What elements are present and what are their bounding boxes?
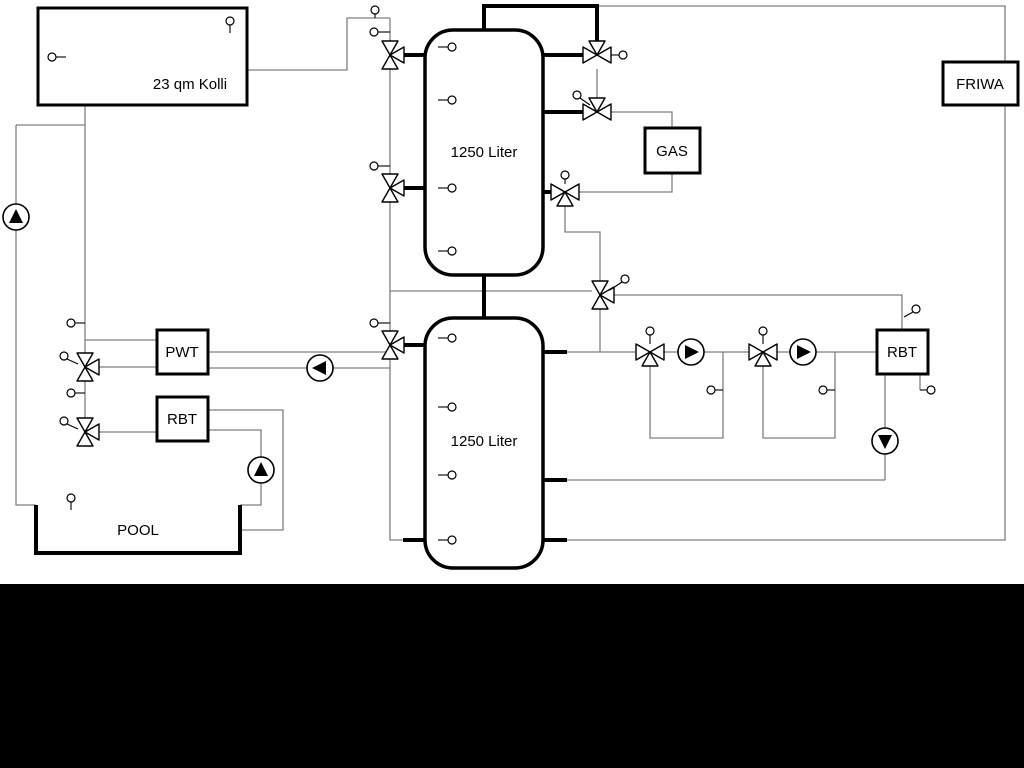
sensor-icon [438, 333, 457, 343]
three-way-valve-icon [748, 326, 778, 367]
pwt-label: PWT [165, 344, 198, 361]
sensor-icon [369, 27, 390, 37]
sensor-icon [438, 402, 457, 412]
solar-collector-label: 23 qm Kolli [153, 76, 227, 93]
three-way-valve-icon [59, 351, 100, 382]
sensor-icon [370, 5, 380, 18]
sensor-icon [706, 385, 723, 395]
buffer-tank-bottom-outline [423, 316, 545, 570]
buffer-tank-bottom: 1250 Liter [423, 316, 545, 570]
sensor-icon [818, 385, 835, 395]
three-way-valve-icon [591, 274, 630, 310]
three-way-valve-icon [550, 170, 580, 207]
solar-collector-outline [36, 6, 249, 107]
rbt-left-outline [155, 395, 210, 443]
pipe-center-right-circuit [389, 5, 1006, 541]
three-way-valve-icon [635, 326, 665, 367]
pwt-heat-exchanger-box: PWT [155, 328, 210, 376]
sensor-icon [47, 52, 66, 62]
pipe-left-circuit [15, 17, 390, 531]
three-way-valve-icon [59, 416, 100, 447]
rbt-right-outline [875, 328, 930, 376]
gas-boiler-box: GAS [643, 126, 702, 175]
sensor-icon [920, 385, 936, 395]
sensor-icon [438, 42, 457, 52]
pipe-main-thick [403, 4, 599, 542]
three-way-valve-icon [572, 90, 612, 121]
sensor-icon [369, 161, 390, 171]
sensor-icon [438, 246, 457, 256]
pump-icon [871, 427, 899, 455]
rbt-right-box: RBT [875, 328, 930, 376]
sensor-icon [438, 95, 457, 105]
solar-collector-box: 23 qm Kolli [36, 6, 249, 107]
three-way-valve-icon [582, 40, 628, 64]
black-footer-band [0, 584, 1024, 768]
sensor-icon [225, 16, 235, 33]
pool-basin: POOL [34, 505, 242, 555]
sensor-icon [66, 318, 85, 328]
pump-icon [247, 456, 275, 484]
pipes-thick [403, 4, 599, 542]
sensor-icon [369, 318, 390, 328]
pump-icon [306, 354, 334, 382]
pump-icon [2, 203, 30, 231]
friwa-station-box: FRIWA [941, 60, 1020, 107]
friwa-station-label: FRIWA [956, 76, 1004, 93]
pump-icon [789, 338, 817, 366]
rbt-left-box: RBT [155, 395, 210, 443]
pump-icon [677, 338, 705, 366]
pipes-thin [15, 5, 1006, 541]
buffer-tank-top-label: 1250 Liter [451, 144, 518, 161]
three-way-valve-icon [381, 40, 405, 70]
rbt-right-label: RBT [887, 344, 917, 361]
sensor-icon [66, 388, 85, 398]
friwa-station-outline [941, 60, 1020, 107]
gas-boiler-outline [643, 126, 702, 175]
sensor-icon [438, 535, 457, 545]
pool-label: POOL [117, 522, 159, 539]
rbt-left-label: RBT [167, 411, 197, 428]
buffer-tank-bottom-label: 1250 Liter [451, 433, 518, 450]
sensor-icon [438, 183, 457, 193]
three-way-valve-icon [381, 173, 405, 203]
sensor-icon [903, 304, 921, 318]
gas-boiler-label: GAS [656, 143, 688, 160]
pwt-outline [155, 328, 210, 376]
pool-outline [34, 505, 242, 555]
sensor-icon [438, 470, 457, 480]
sensor-icon [66, 493, 76, 510]
schematic-canvas: 23 qm Kolli 1250 Liter 1250 Liter GAS FR… [2, 4, 1020, 570]
three-way-valve-icon [381, 330, 405, 360]
buffer-tank-top: 1250 Liter [423, 28, 545, 277]
buffer-tank-top-outline [423, 28, 545, 277]
